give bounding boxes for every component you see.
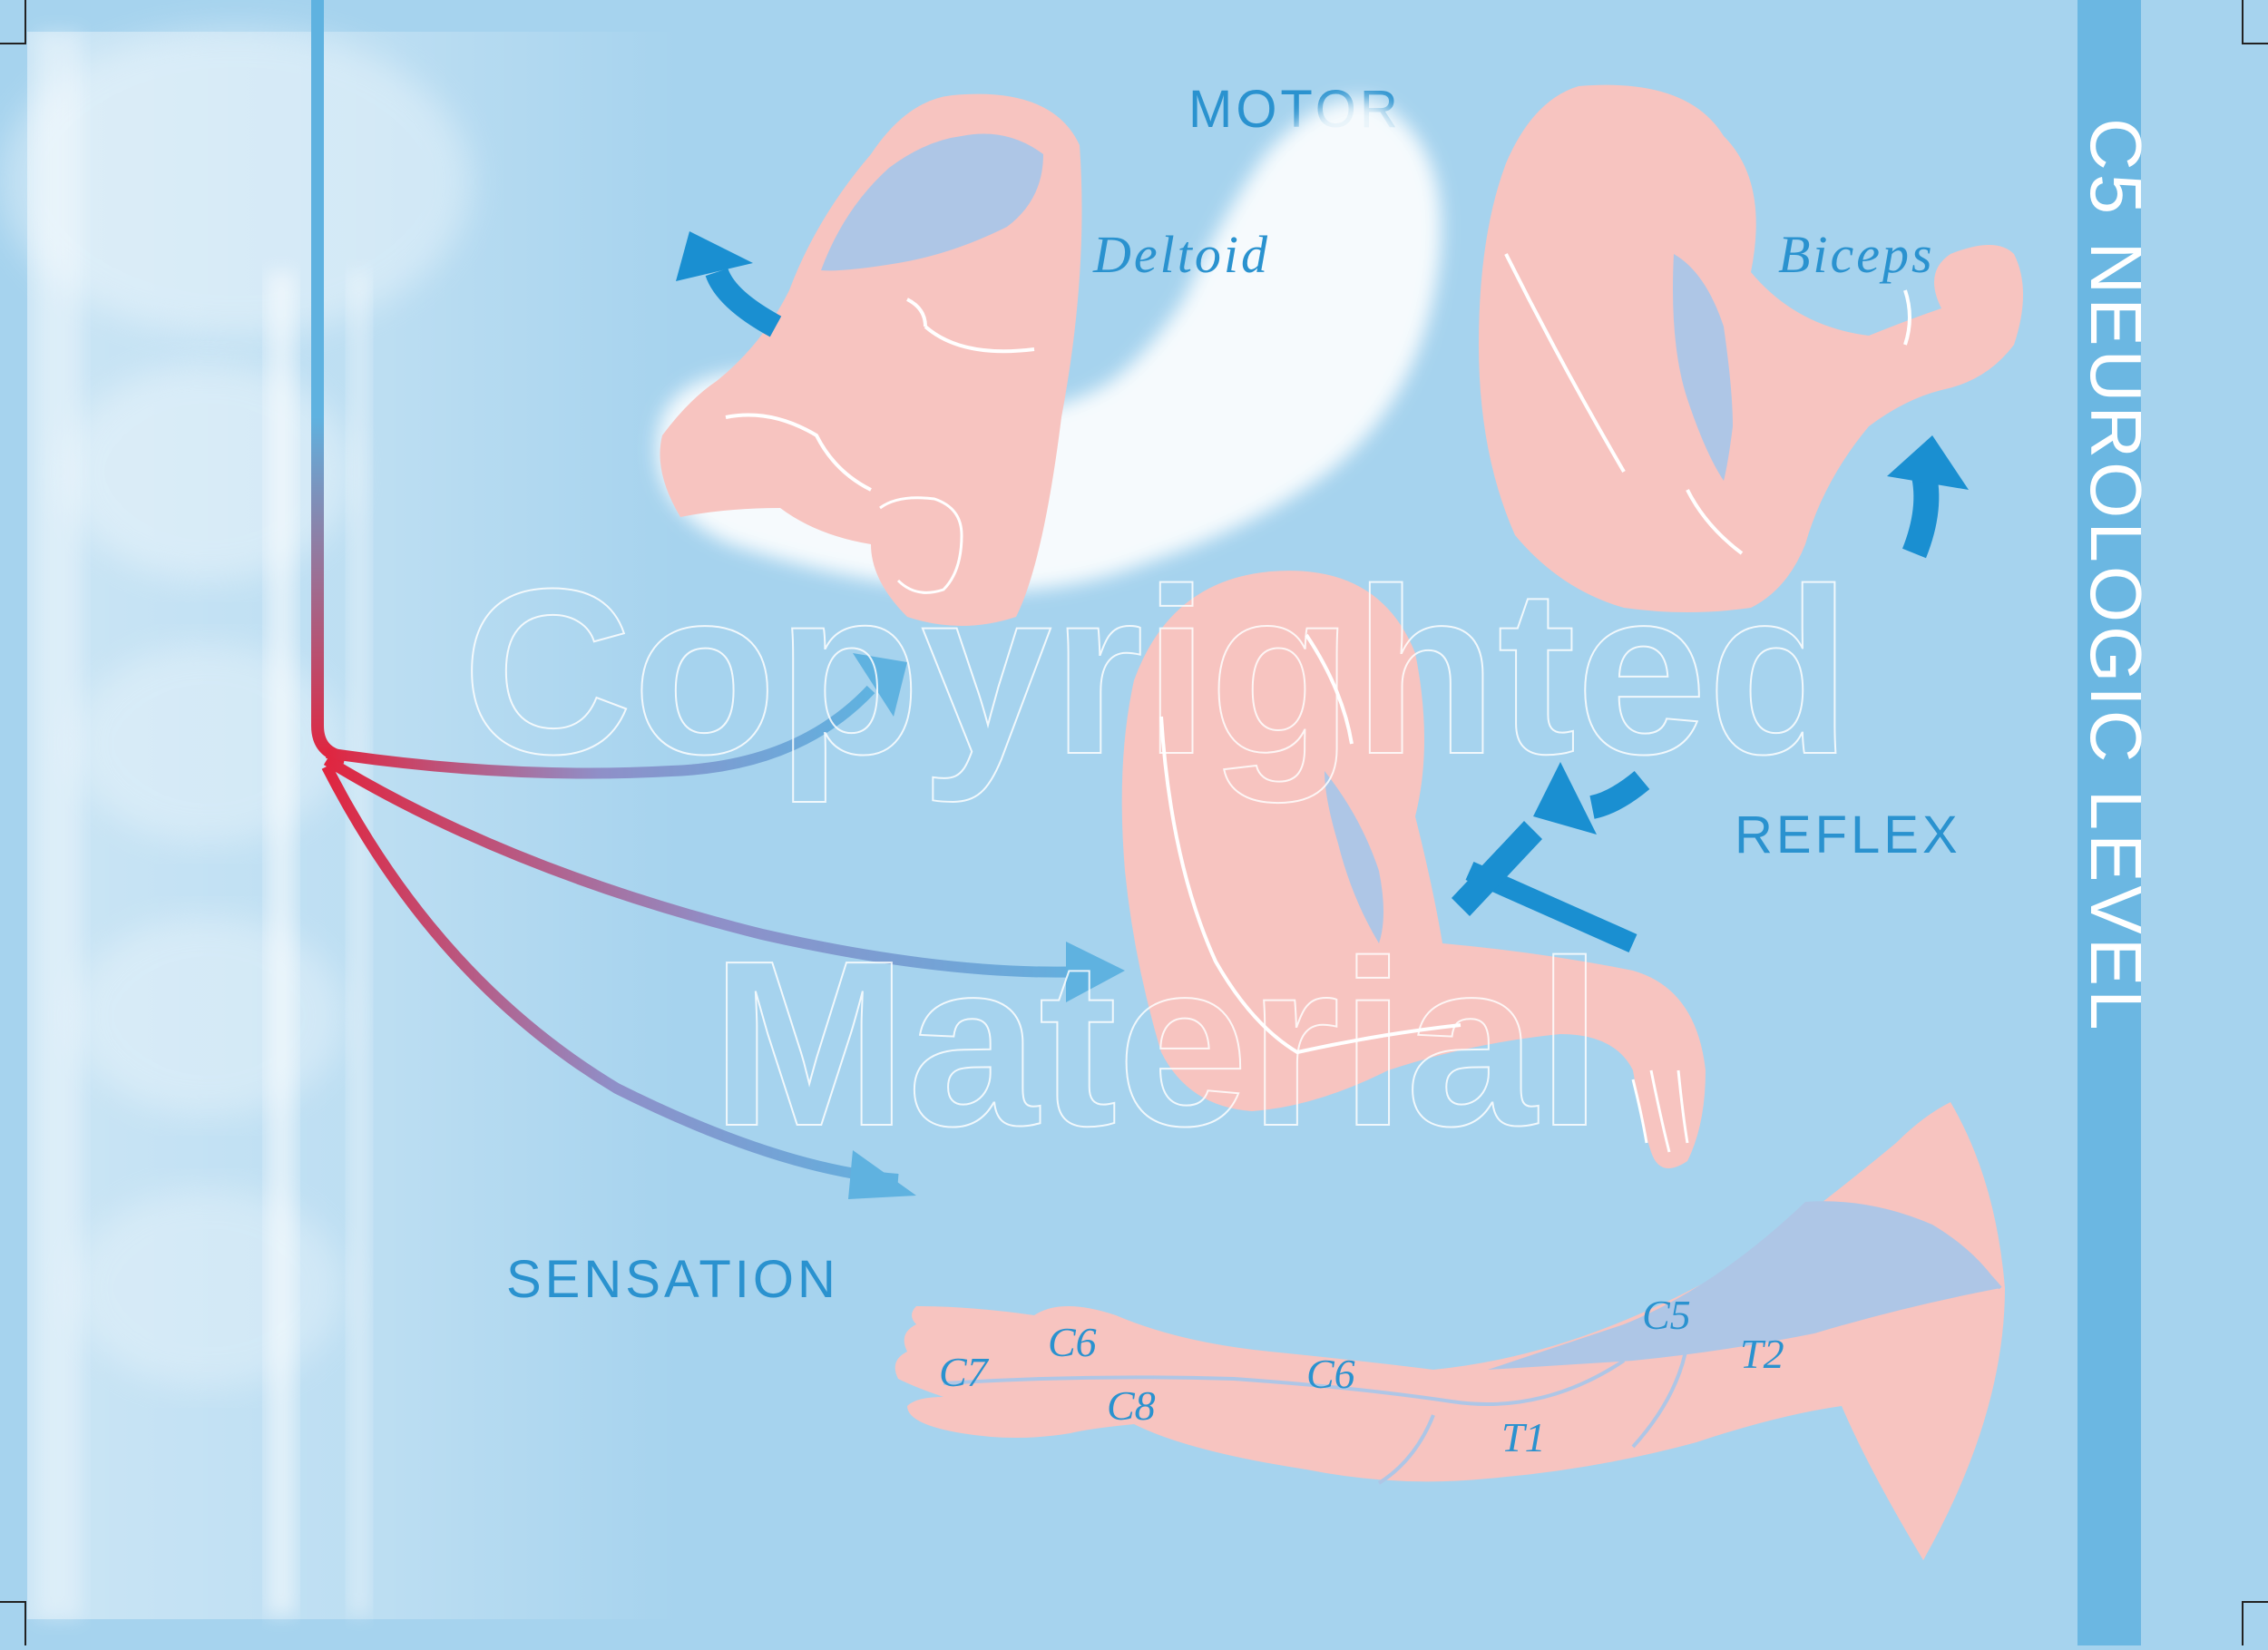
title-band: [2077, 0, 2141, 1645]
sensation-arm-illustration: [894, 1102, 2005, 1560]
reflex-muscle-highlight: [1325, 771, 1383, 943]
reflex-arm-illustration: [1121, 571, 1706, 1168]
xray-spine-background: [0, 27, 680, 1619]
deltoid-arm-illustration: [657, 93, 1442, 626]
vertical-title: C5 NEUROLOGIC LEVEL: [2076, 118, 2156, 1034]
deltoid-label: Deltoid: [1092, 225, 1270, 284]
biceps-arm-skin: [1479, 84, 2023, 612]
nerve-arrowheads: [848, 653, 1125, 1199]
dermatome-t1-label: T1: [1501, 1414, 1546, 1460]
biceps-arrow: [1887, 435, 1969, 559]
sensation-heading: SENSATION: [506, 1250, 839, 1309]
watermark-line-2: Material: [711, 913, 1603, 1176]
biceps-label: Biceps: [1778, 225, 1935, 284]
biceps-muscle-highlight: [1673, 254, 1733, 481]
dermatome-c6-hand-label: C6: [1048, 1319, 1097, 1365]
deltoid-arrow: [676, 231, 782, 337]
dermatome-t2-label: T2: [1740, 1331, 1784, 1377]
dermatome-labels: C5 T2 T1 C6 C8 C6 C7: [939, 1292, 1784, 1460]
reflex-arm-skin: [1121, 571, 1706, 1168]
reflex-hammer-icon: [1452, 821, 1637, 953]
dermatome-c6-forearm-label: C6: [1306, 1351, 1355, 1397]
dermatome-c5-label: C5: [1642, 1292, 1691, 1338]
reflex-heading: REFLEX: [1735, 805, 1961, 864]
nerve-pathways: [311, 0, 1108, 1185]
reflex-arrow: [1533, 762, 1650, 835]
dermatome-c8-label: C8: [1107, 1382, 1156, 1429]
watermark: Copyrighted Material: [461, 540, 1852, 1176]
watermark-line-1: Copyrighted: [462, 541, 1851, 805]
deltoid-muscle-highlight: [821, 133, 1043, 271]
biceps-arm-illustration: [1479, 84, 2023, 612]
c5-dermatome-region: [1488, 1201, 2000, 1370]
dermatome-c7-label: C7: [939, 1349, 990, 1395]
